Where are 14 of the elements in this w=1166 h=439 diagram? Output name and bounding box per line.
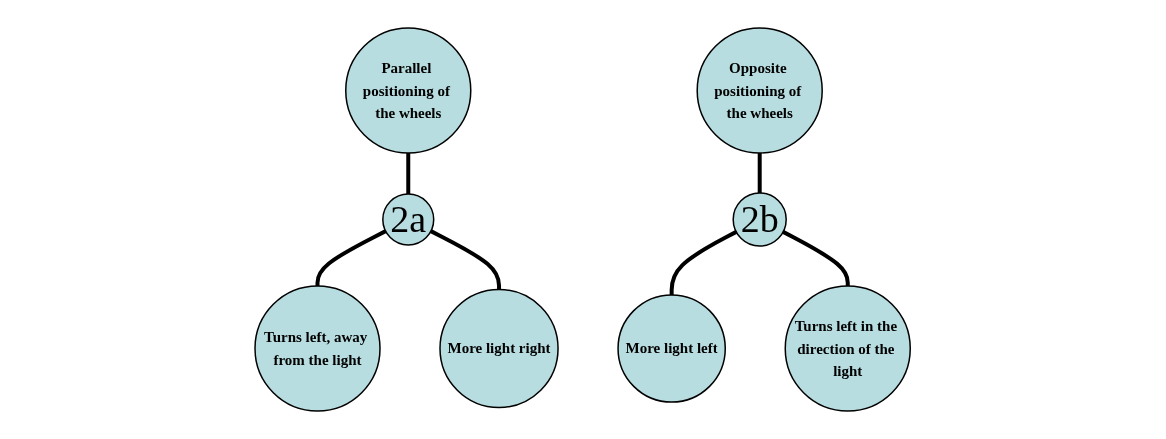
node-circle: More light left: [617, 294, 727, 403]
node-circle: Turns left in the direction of the light: [784, 285, 912, 412]
node-circle: Opposite positioning of the wheels: [696, 27, 824, 154]
connector: [430, 229, 502, 290]
connector: [315, 229, 387, 286]
node-circle: Turns left, away from the light: [254, 285, 382, 412]
connector: [758, 153, 763, 193]
node-circle: 2b: [732, 192, 788, 247]
connector: [670, 230, 738, 295]
node-circle: Parallel positioning of the wheels: [345, 27, 472, 154]
node-circle: 2a: [382, 193, 435, 246]
node-circle: More light right: [439, 288, 560, 409]
connector: [406, 153, 411, 195]
connector: [782, 230, 851, 286]
